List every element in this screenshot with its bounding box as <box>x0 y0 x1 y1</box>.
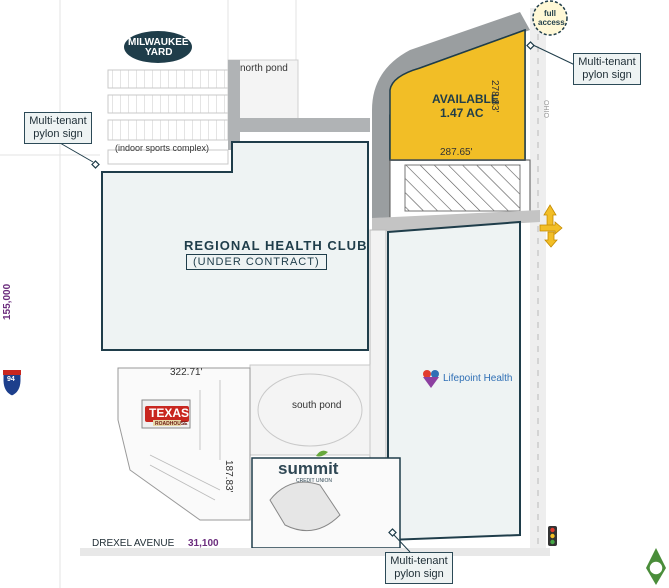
logo-line1: MILWAUKEE <box>128 37 189 48</box>
summit-sub-label: CREDIT UNION <box>296 478 333 484</box>
hatched-reserved-area <box>404 164 521 212</box>
drexel-traffic-count: 31,100 <box>188 538 219 549</box>
access-road-north-south <box>228 60 240 150</box>
north-parking-lot <box>107 69 229 165</box>
traffic-light-icon <box>548 526 557 546</box>
drexel-avenue-road <box>80 548 550 556</box>
summit-label: summit <box>278 459 339 478</box>
dimension-right-edge: 278.83' <box>489 80 500 113</box>
health-club-line2: (UNDER CONTRACT) <box>186 254 327 270</box>
available-label-line2: 1.47 AC <box>440 106 484 120</box>
dimension-bottom-edge: 287.65' <box>440 147 473 158</box>
full-access-label: full access <box>538 9 565 27</box>
highway-shield-number: 94 <box>7 376 15 383</box>
pylon-sign-callout-right: Multi-tenant pylon sign <box>573 53 641 85</box>
texas-depth-label: 187.83' <box>223 460 234 493</box>
health-club-line1: REGIONAL HEALTH CLUB <box>184 238 368 253</box>
pylon-sign-pins <box>91 41 535 537</box>
north-pond-label: north pond <box>240 63 288 74</box>
pylon-sign-callout-left: Multi-tenant pylon sign <box>24 112 92 144</box>
pylon-sign-callout-bottom: Multi-tenant pylon sign <box>385 552 453 584</box>
summit-leaf-icon <box>316 450 328 457</box>
logo-line2: YARD <box>145 47 173 58</box>
lifepoint-heart-icon <box>423 370 439 388</box>
background-lot-lines <box>0 0 297 588</box>
texas-width-label: 322.71' <box>170 367 203 378</box>
texas-roadhouse-logo <box>145 406 189 426</box>
texas-roadhouse-sub: ROADHOUSE <box>155 421 188 427</box>
mid-access-road <box>372 210 540 232</box>
lifepoint-label: Lifepoint Health <box>443 373 513 384</box>
texas-roadhouse-lot <box>117 367 251 521</box>
access-arrows-icon <box>539 204 563 248</box>
access-road-east-west <box>228 118 370 132</box>
interstate-94-shield <box>2 369 22 397</box>
curved-entry-drive <box>372 12 530 220</box>
sports-complex-label: (indoor sports complex) <box>115 143 210 153</box>
texas-roadhouse-name: TEXAS <box>149 406 190 420</box>
drexel-avenue-label: DREXEL AVENUE <box>92 538 175 549</box>
north-arrow-icon <box>646 548 666 585</box>
south-pond-label: south pond <box>292 400 342 411</box>
highway-traffic-count: 155,000 <box>2 283 13 320</box>
regional-health-club-parcel <box>101 141 369 351</box>
side-street-label: OHIO <box>542 100 549 118</box>
lifepoint-parcel <box>387 220 521 542</box>
available-label-line1: AVAILABLE <box>432 92 499 106</box>
milwaukee-yard-logo <box>124 31 192 63</box>
full-access-marker <box>532 0 568 36</box>
